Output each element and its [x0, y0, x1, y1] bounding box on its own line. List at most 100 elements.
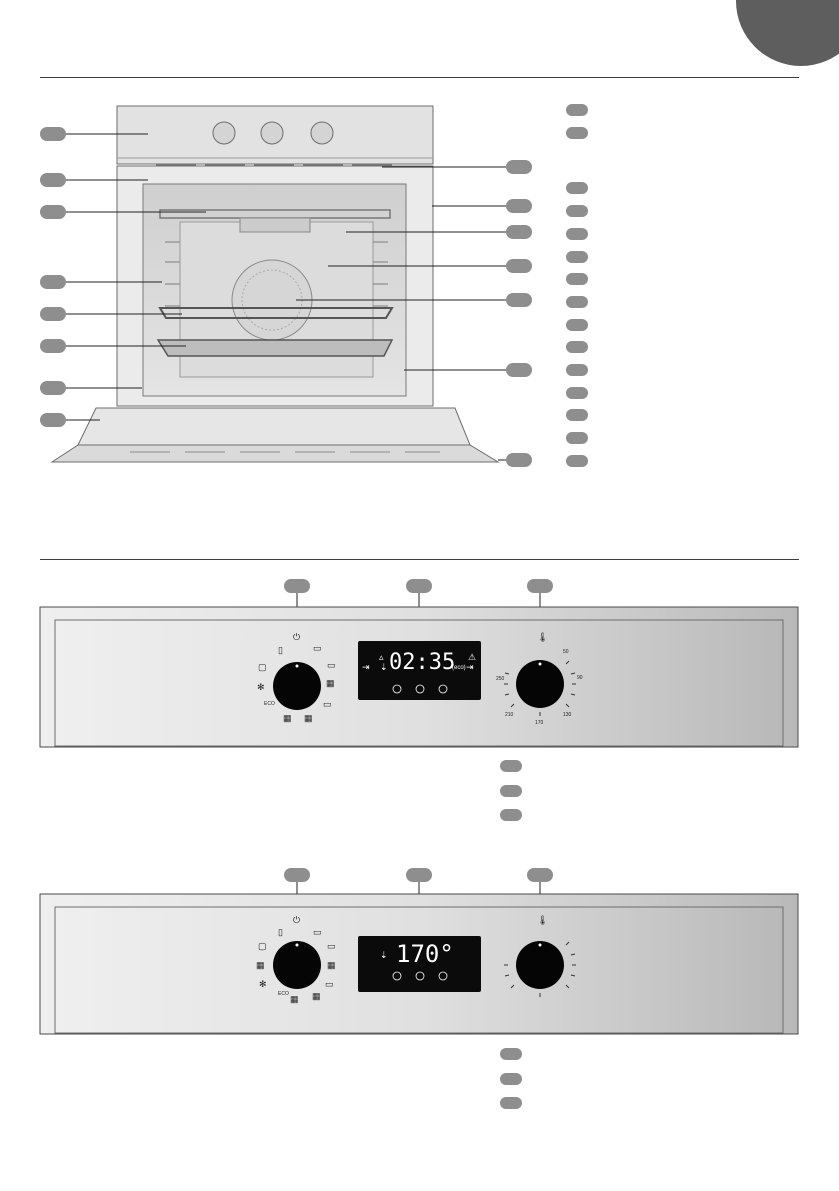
function-knob-eco-label: ECO	[264, 701, 275, 707]
svg-text:⇥: ⇥	[466, 662, 474, 672]
callout-marker	[284, 868, 310, 882]
legend-marker	[566, 296, 588, 308]
function-knob-symbols: ⏻ ▯ ▭ ▢ ▭ ▦ ✻ ▭ ▦ ▦	[257, 632, 336, 723]
svg-text:▦: ▦	[326, 678, 335, 688]
temperature-knob	[516, 941, 564, 989]
svg-text:🌡: 🌡	[537, 915, 548, 925]
svg-text:▦: ▦	[312, 991, 321, 1001]
legend-marker	[500, 809, 522, 821]
legend-marker	[500, 1073, 522, 1085]
svg-text:▯: ▯	[278, 927, 283, 937]
display-eco-indicator: (eco)	[452, 665, 466, 671]
function-knob	[273, 662, 321, 710]
callout-marker	[506, 259, 532, 273]
control-panel-two: ⏻ ▯ ▭ ▢ ▭ ▦ ▦ ✻ ▭ ▦ ▦ ECO ⇣ 170° 🌡	[39, 882, 799, 1035]
callout-marker	[527, 868, 553, 882]
lcd-display	[358, 641, 481, 700]
svg-text:⇥: ⇥	[362, 662, 370, 672]
display-touch-buttons	[392, 684, 448, 694]
svg-text:▯: ▯	[278, 645, 283, 655]
temp-label: 130	[563, 712, 572, 718]
legend-marker	[566, 127, 588, 139]
legend-marker	[566, 205, 588, 217]
callout-marker	[527, 579, 553, 593]
temp-label: 250	[496, 676, 505, 682]
svg-text:▵: ▵	[379, 652, 384, 662]
temperature-ticks	[504, 660, 576, 716]
svg-text:▢: ▢	[258, 662, 267, 672]
legend-marker	[566, 319, 588, 331]
svg-text:⏻: ⏻	[293, 915, 300, 925]
display-icons: ⇥ ▵ ⇣ ⚠ ⇥	[362, 652, 476, 672]
temp-label: 170	[535, 720, 544, 726]
function-knob	[273, 941, 321, 989]
function-knob-symbols: ⏻ ▯ ▭ ▢ ▭ ▦ ▦ ✻ ▭ ▦ ▦	[256, 915, 336, 1004]
svg-text:▦: ▦	[327, 960, 336, 970]
temp-label: 50	[563, 649, 569, 655]
minus-button	[392, 971, 402, 981]
svg-text:⇣: ⇣	[380, 950, 388, 960]
callout-marker	[506, 160, 532, 174]
callout-marker	[506, 199, 532, 213]
wire-rack	[158, 307, 394, 319]
plus-button	[438, 971, 448, 981]
callout-marker	[40, 307, 66, 321]
callout-marker	[40, 339, 66, 353]
callout-marker	[506, 453, 532, 467]
legend-marker	[566, 228, 588, 240]
temp-label: 90	[577, 675, 583, 681]
fascia-knob-right	[310, 121, 334, 145]
legend-marker	[566, 432, 588, 444]
callout-marker	[506, 293, 532, 307]
temp-label: 210	[505, 712, 514, 718]
callout-marker	[40, 381, 66, 395]
legend-marker	[500, 1048, 522, 1060]
shelf-supports	[165, 241, 388, 307]
svg-text:▦: ▦	[304, 713, 313, 723]
callout-leaders-left	[66, 133, 206, 421]
temperature-scale-labels: 50 90 130 170 210 250	[496, 649, 583, 726]
section-divider-middle	[40, 559, 799, 560]
svg-text:✻: ✻	[257, 682, 265, 692]
temperature-knob	[516, 660, 564, 708]
legend-marker	[566, 364, 588, 376]
section-divider-top	[40, 77, 799, 78]
legend-marker	[566, 455, 588, 467]
svg-text:▭: ▭	[323, 699, 332, 709]
svg-text:⏻: ⏻	[293, 632, 300, 642]
fascia-knob-left	[212, 121, 236, 145]
display-touch-buttons	[392, 971, 448, 981]
legend-marker	[566, 387, 588, 399]
oven-diagram	[50, 105, 506, 463]
legend-marker	[500, 785, 522, 797]
callout-marker	[40, 413, 66, 427]
legend-marker	[566, 341, 588, 353]
svg-text:⇣: ⇣	[380, 662, 388, 672]
ok-button	[415, 684, 425, 694]
svg-text:✻: ✻	[259, 979, 267, 989]
ok-button	[415, 971, 425, 981]
oven-door	[77, 407, 471, 446]
callout-marker	[406, 868, 432, 882]
callout-marker	[284, 579, 310, 593]
temperature-ticks	[504, 941, 576, 997]
svg-text:⚠: ⚠	[468, 652, 476, 662]
control-panel-one: ⏻ ▯ ▭ ▢ ▭ ▦ ✻ ▭ ▦ ▦ ECO ⇥ ▵ ⇣ ⚠ ⇥ 02:35 …	[39, 593, 799, 748]
legend-marker	[566, 409, 588, 421]
callout-marker	[406, 579, 432, 593]
svg-text:▦: ▦	[256, 960, 265, 970]
fascia-knobs	[212, 121, 334, 145]
callout-leaders-right	[296, 166, 506, 461]
svg-text:▢: ▢	[258, 941, 267, 951]
legend-marker	[500, 1097, 522, 1109]
lcd-display	[358, 936, 481, 992]
callout-marker	[506, 363, 532, 377]
callout-marker	[40, 173, 66, 187]
svg-text:▭: ▭	[327, 660, 336, 670]
callout-marker	[40, 205, 66, 219]
grill-element	[159, 209, 391, 219]
callout-marker	[40, 127, 66, 141]
display-time: 02:35	[389, 650, 455, 675]
svg-text:▭: ▭	[313, 643, 322, 653]
callout-marker	[40, 275, 66, 289]
